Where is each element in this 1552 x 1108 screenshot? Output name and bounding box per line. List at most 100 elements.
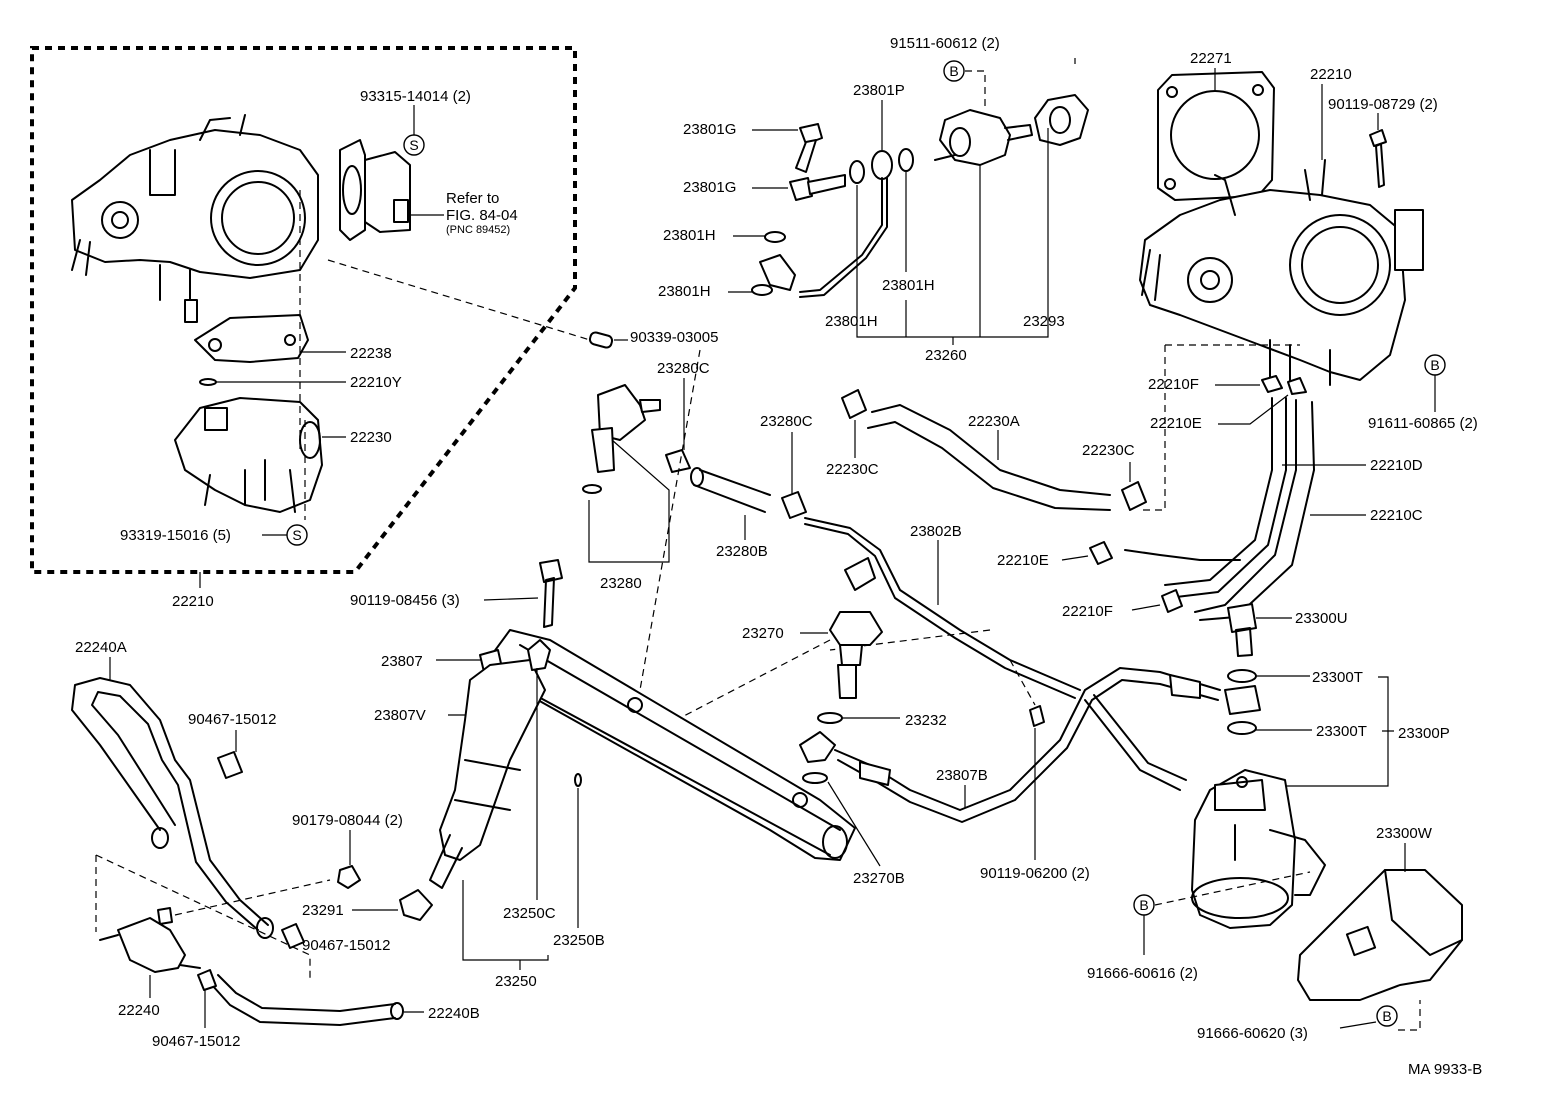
- label-22240B: 22240B: [428, 1005, 480, 1022]
- marker-b-bracket: B: [1376, 1005, 1398, 1027]
- label-22210E-1: 22210E: [1150, 415, 1202, 432]
- hose-23280B: [693, 469, 771, 513]
- marker-s-lower: S: [286, 524, 308, 546]
- label-23270: 23270: [742, 625, 784, 642]
- label-23801H-4: 23801H: [825, 313, 878, 330]
- label-23291: 23291: [302, 902, 344, 919]
- label-23250B: 23250B: [553, 932, 605, 949]
- gasket-23300T-upper: [1227, 669, 1257, 683]
- label-22210C: 22210C: [1370, 507, 1423, 524]
- banjo-bolt-23801G-upper: [795, 123, 823, 173]
- clip-22230C-2: [1121, 481, 1147, 511]
- gasket-23300T-lower: [1227, 721, 1257, 735]
- union-23801P: [871, 150, 893, 180]
- injector-23250: [429, 639, 551, 889]
- label-22230C-1: 22230C: [826, 461, 879, 478]
- label-90119-06200: 90119-06200 (2): [980, 865, 1090, 882]
- clip-90467-c: [197, 969, 217, 991]
- oring-23250B: [574, 773, 582, 787]
- label-23801P: 23801P: [853, 82, 905, 99]
- label-23801G-1: 23801G: [683, 121, 736, 138]
- label-90179-08044: 90179-08044 (2): [292, 812, 403, 829]
- washer-23801H-c: [849, 160, 865, 184]
- washer-23801H-a: [764, 231, 786, 243]
- union-23300P: [1224, 685, 1261, 715]
- label-22210-left: 22210: [172, 593, 214, 610]
- dash-90119-06200: [1009, 659, 1036, 706]
- air-valve-22230: [174, 397, 323, 513]
- label-91666-60620: 91666-60620 (3): [1197, 1025, 1308, 1042]
- label-23801H-3: 23801H: [882, 277, 935, 294]
- label-fig-84-04: FIG. 84-04: [446, 207, 518, 224]
- marker-b-filter-text: B: [1139, 897, 1148, 913]
- marker-b-right-text: B: [1430, 357, 1439, 373]
- clip-22210F-lower: [1161, 589, 1183, 613]
- label-23801H-1: 23801H: [663, 227, 716, 244]
- diagram-code: MA 9933-B: [1408, 1061, 1482, 1078]
- pipe-23801: [799, 177, 888, 298]
- marker-b-bracket-text: B: [1382, 1008, 1391, 1024]
- label-23280B: 23280B: [716, 543, 768, 560]
- hose-22240B: [211, 974, 396, 1026]
- dash-b-bracket: [1398, 1000, 1421, 1031]
- clip-23280C-2: [781, 491, 807, 519]
- clip-90467-b: [281, 923, 305, 949]
- bolt-90119-06200: [1029, 705, 1045, 727]
- label-pnc-89452: (PNC 89452): [446, 224, 510, 236]
- label-90467-15012-b: 90467-15012: [302, 937, 390, 954]
- marker-s-upper: S: [403, 134, 425, 156]
- marker-b-right: B: [1424, 354, 1446, 376]
- marker-b-top-text: B: [949, 63, 958, 79]
- washer-23270B: [802, 772, 828, 784]
- label-23801G-2: 23801G: [683, 179, 736, 196]
- label-23300W: 23300W: [1376, 825, 1433, 842]
- inset-boundary: [30, 46, 577, 574]
- label-23807: 23807: [381, 653, 423, 670]
- label-22230C-2: 22230C: [1082, 442, 1135, 459]
- cold-start-injector: [934, 109, 1033, 166]
- label-23260: 23260: [925, 347, 967, 364]
- washer-23801H-d: [898, 148, 914, 172]
- label-90119-08456: 90119-08456 (3): [350, 592, 460, 609]
- vsv-22240: [99, 907, 201, 973]
- spacer-23291: [399, 889, 433, 921]
- dash-22240-box-1: [95, 854, 311, 980]
- label-22210-right: 22210: [1310, 66, 1352, 83]
- hose-22210C: [1194, 399, 1315, 621]
- pressure-regulator-23280: [591, 384, 661, 473]
- label-22210F-2: 22210F: [1062, 603, 1113, 620]
- label-23300T-2: 23300T: [1316, 723, 1367, 740]
- label-22240A: 22240A: [75, 639, 127, 656]
- label-refer-to: Refer to: [446, 190, 499, 207]
- dash-23270-to-pipe: [679, 639, 831, 719]
- clip-23280C-1: [665, 449, 691, 473]
- throttle-body-right: [1139, 159, 1424, 386]
- dash-to-90339: [327, 259, 591, 341]
- label-91611-60865: 91611-60865 (2): [1368, 415, 1478, 432]
- fuel-pipe-23807B: [799, 667, 1221, 823]
- dash-right-2: [1140, 345, 1166, 511]
- throttle-body-upper: [71, 114, 319, 323]
- pin-90339: [588, 331, 614, 349]
- clip-22210F-upper: [1261, 375, 1283, 393]
- gasket-23232: [817, 712, 843, 724]
- bolt-90119-08729: [1369, 129, 1387, 188]
- label-23250C: 23250C: [503, 905, 556, 922]
- label-23801H-2: 23801H: [658, 283, 711, 300]
- throttle-position-sensor: [339, 139, 411, 241]
- label-91511-60612: 91511-60612 (2): [890, 35, 1000, 52]
- hose-22210D: [1164, 397, 1287, 599]
- label-23807B: 23807B: [936, 767, 988, 784]
- marker-s-upper-text: S: [409, 137, 418, 153]
- banjo-bolt-23801G-lower: [789, 174, 846, 201]
- clip-22230C-1: [841, 389, 867, 419]
- clip-90467-a: [217, 751, 243, 779]
- label-90467-15012-a: 90467-15012: [188, 711, 276, 728]
- oring-23280: [582, 484, 602, 494]
- label-23270B: 23270B: [853, 870, 905, 887]
- label-23280C-2: 23280C: [760, 413, 813, 430]
- fuel-filter-23300: [1191, 769, 1326, 929]
- dash-22240-to-90179: [174, 879, 331, 916]
- washer-23801H-b: [751, 284, 773, 296]
- clip-22210E-upper: [1287, 377, 1307, 395]
